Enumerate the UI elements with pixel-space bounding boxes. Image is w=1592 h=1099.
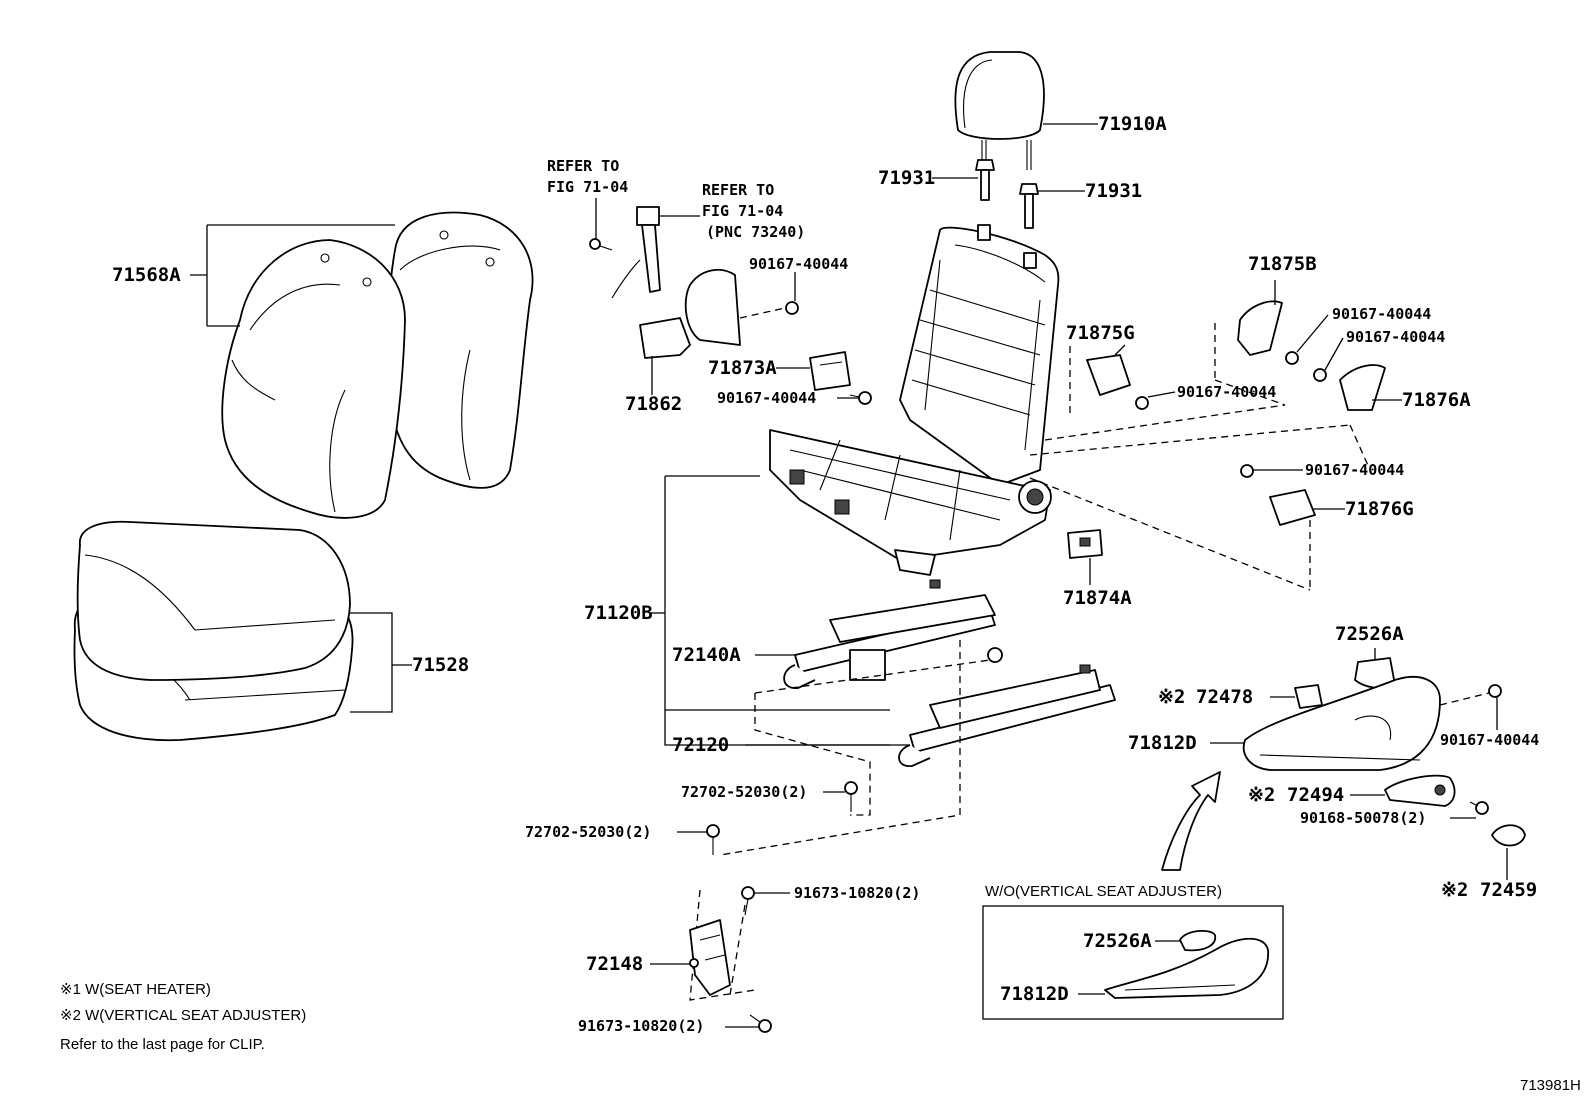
- inset-title: W/O(VERTICAL SEAT ADJUSTER): [985, 883, 1222, 900]
- part-71875B: 71875B: [1248, 253, 1317, 275]
- part-71874A: 71874A: [1063, 587, 1132, 609]
- headrest-support-left: [975, 159, 995, 201]
- screw-90168: [1469, 801, 1489, 815]
- mark-72494: ※2: [1248, 784, 1275, 806]
- bracket-71873A: [809, 351, 851, 391]
- adjuster-rail-lower: [898, 647, 1116, 767]
- fastener-90167-40044-a: 90167-40044: [749, 255, 848, 273]
- part-71873A: 71873A: [708, 357, 777, 379]
- part-71568A: 71568A: [112, 264, 181, 286]
- headrest-support-right: [1019, 183, 1039, 229]
- fastener-90167-40044-f: 90167-40044: [1305, 461, 1404, 479]
- adjuster-rail-upper: [783, 579, 996, 689]
- note-seat-heater: ※1 W(SEAT HEATER): [60, 981, 211, 998]
- refer-to-line1: REFER TO: [547, 157, 619, 175]
- fastener-90168-50078: 90168-50078(2): [1300, 809, 1426, 827]
- part-72140A: 72140A: [672, 644, 741, 666]
- part-71910A: 71910A: [1098, 113, 1167, 135]
- fastener-90167-40044-e: 90167-40044: [1346, 328, 1445, 346]
- fastener-91673-10820-a: 91673-10820(2): [794, 884, 920, 902]
- bolt-91673-b: [749, 1014, 772, 1033]
- screw-71875B: [1285, 351, 1299, 365]
- fastener-90167-40044-g: 90167-40044: [1440, 731, 1539, 749]
- screw-71875G: [1135, 396, 1149, 410]
- inset-part-71812D: 71812D: [1000, 983, 1069, 1005]
- screw-71876G: [1240, 464, 1254, 478]
- mark-72478: ※2: [1158, 686, 1185, 708]
- part-71528: 71528: [412, 654, 469, 676]
- mark-72459: ※2: [1441, 879, 1468, 901]
- refer-to-b-line1: REFER TO: [702, 181, 774, 199]
- cap-72459: [1491, 824, 1526, 847]
- fastener-90167-40044-c: 90167-40044: [1177, 383, 1276, 401]
- inset-part-72526A: 72526A: [1083, 930, 1152, 952]
- part-71931-right: 71931: [1085, 180, 1142, 202]
- fastener-90167-40044-d: 90167-40044: [1332, 305, 1431, 323]
- seatback-pad-rear: [386, 211, 534, 489]
- part-72459: 72459: [1480, 879, 1537, 901]
- seatback-cover-front: [221, 239, 406, 519]
- part-71812D: 71812D: [1128, 732, 1197, 754]
- figure-id: 713981H: [1520, 1077, 1581, 1094]
- refer-to-line2: FIG 71-04: [547, 178, 628, 196]
- bolt-72702-b: [706, 824, 720, 855]
- seatbelt-anchor: [611, 206, 661, 299]
- note-clip: Refer to the last page for CLIP.: [60, 1036, 265, 1053]
- fastener-72702-52030-a: 72702-52030(2): [681, 783, 807, 801]
- refer-to-b-line2: FIG 71-04: [702, 202, 783, 220]
- cover-71875G: [1086, 354, 1131, 396]
- part-71876A: 71876A: [1402, 389, 1471, 411]
- seat-cushion-cover: [76, 520, 351, 681]
- bracket-71874A: [1067, 529, 1103, 559]
- bolt-72702-a: [844, 781, 858, 812]
- refer-to-b-line3: (PNC 73240): [706, 223, 805, 241]
- switch-72478: [1294, 684, 1323, 709]
- part-72478: 72478: [1196, 686, 1253, 708]
- bracket-72148: [689, 919, 731, 996]
- arrow-to-inset: [1161, 771, 1221, 871]
- cover-71875B: [1237, 300, 1283, 356]
- inset-knob-72526A: [1179, 929, 1217, 952]
- part-71862: 71862: [625, 393, 682, 415]
- fastener-91673-10820-b: 91673-10820(2): [578, 1017, 704, 1035]
- part-71876G: 71876G: [1345, 498, 1414, 520]
- fastener-90167-40044-b: 90167-40044: [717, 389, 816, 407]
- bolt-refer-left: [589, 238, 613, 251]
- screw-upper-a: [785, 301, 799, 315]
- part-72494: 72494: [1287, 784, 1344, 806]
- recliner-cover-outer: [639, 268, 741, 359]
- note-vertical-adjuster: ※2 W(VERTICAL SEAT ADJUSTER): [60, 1007, 306, 1024]
- cover-71876A: [1339, 364, 1386, 411]
- part-71875G: 71875G: [1066, 322, 1135, 344]
- shield-71812D: [1242, 676, 1441, 771]
- screw-71876A: [1313, 368, 1327, 382]
- part-72120: 72120: [672, 734, 729, 756]
- seat-frame: [769, 224, 1060, 576]
- fastener-72702-52030-b: 72702-52030(2): [525, 823, 651, 841]
- cover-71876G: [1269, 489, 1316, 526]
- inset-box: [982, 905, 1284, 1020]
- headrest-drawing: [954, 51, 1045, 170]
- inset-shield-71812D: [1104, 937, 1269, 999]
- part-71120B: 71120B: [584, 602, 653, 624]
- part-71931-left: 71931: [878, 167, 935, 189]
- part-72148: 72148: [586, 953, 643, 975]
- lever-72494: [1384, 774, 1456, 807]
- part-72526A: 72526A: [1335, 623, 1404, 645]
- screw-71812D: [1488, 684, 1502, 698]
